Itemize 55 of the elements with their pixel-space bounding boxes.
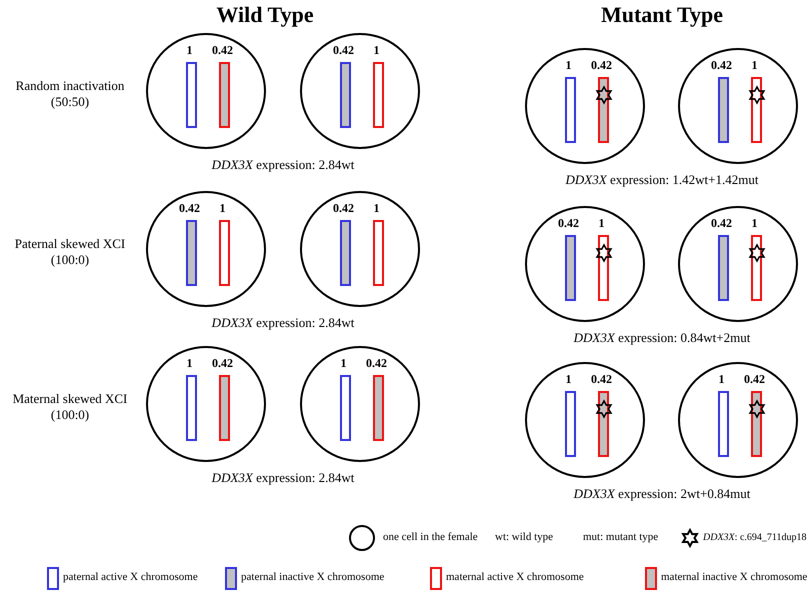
row-label: Paternal skewed XCI (100:0) (14, 236, 126, 268)
legend-text: wt: wild type (495, 530, 554, 545)
expression-level: 0.42 (591, 372, 612, 387)
legend-text: DDX3X: c.694_711dup18 (703, 531, 807, 545)
legend-text: maternal active X chromosome (446, 570, 584, 585)
legend-text: one cell in the female (383, 530, 478, 545)
expression-level: 1 (220, 201, 226, 216)
cell-circle (525, 48, 645, 164)
legend-text: paternal inactive X chromosome (241, 570, 384, 585)
expression-level: 1 (566, 372, 572, 387)
expression-level: 0.42 (744, 372, 765, 387)
expression-level: 1 (752, 58, 758, 73)
expression-level: 1 (186, 43, 192, 58)
cell-circle (146, 346, 266, 462)
cell-circle (678, 362, 798, 478)
cell-circle (678, 206, 798, 322)
expression-text: DDX3X expression: 2.84wt (212, 470, 354, 485)
expression-level: 0.42 (212, 43, 233, 58)
cell-circle (525, 206, 645, 322)
cell-circle (300, 33, 420, 149)
expression-level: 0.42 (333, 201, 354, 216)
column-heading: Mutant Type (600, 2, 724, 28)
expression-level: 1 (566, 58, 572, 73)
expression-level: 0.42 (179, 201, 200, 216)
legend-text: paternal active X chromosome (63, 570, 198, 585)
row-label: Maternal skewed XCI (100:0) (12, 391, 128, 423)
cell-circle (300, 191, 420, 307)
row-label: Random inactivation (50:50) (14, 78, 126, 110)
expression-level: 0.42 (591, 58, 612, 73)
expression-text: DDX3X expression: 2.84wt (212, 157, 354, 172)
cell-circle (678, 48, 798, 164)
expression-level: 0.42 (212, 356, 233, 371)
legend-text: maternal inactive X chromosome (661, 570, 808, 585)
expression-level: 1 (374, 43, 380, 58)
expression-level: 0.42 (333, 43, 354, 58)
expression-level: 0.42 (711, 58, 732, 73)
expression-text: DDX3X expression: 0.84wt+2mut (574, 330, 750, 345)
cell-circle (146, 191, 266, 307)
expression-level: 1 (718, 372, 724, 387)
expression-level: 0.42 (558, 216, 579, 231)
column-heading: Wild Type (216, 2, 314, 28)
cell-circle (525, 362, 645, 478)
expression-level: 1 (186, 356, 192, 371)
expression-level: 0.42 (711, 216, 732, 231)
expression-level: 0.42 (366, 356, 387, 371)
expression-level: 1 (374, 201, 380, 216)
expression-level: 1 (598, 216, 604, 231)
expression-level: 1 (752, 216, 758, 231)
legend-text: mut: mutant type (583, 530, 658, 545)
expression-level: 1 (340, 356, 346, 371)
cell-circle (146, 33, 266, 149)
expression-text: DDX3X expression: 1.42wt+1.42mut (566, 172, 758, 187)
expression-text: DDX3X expression: 2wt+0.84mut (574, 486, 750, 501)
expression-text: DDX3X expression: 2.84wt (212, 315, 354, 330)
cell-circle (300, 346, 420, 462)
